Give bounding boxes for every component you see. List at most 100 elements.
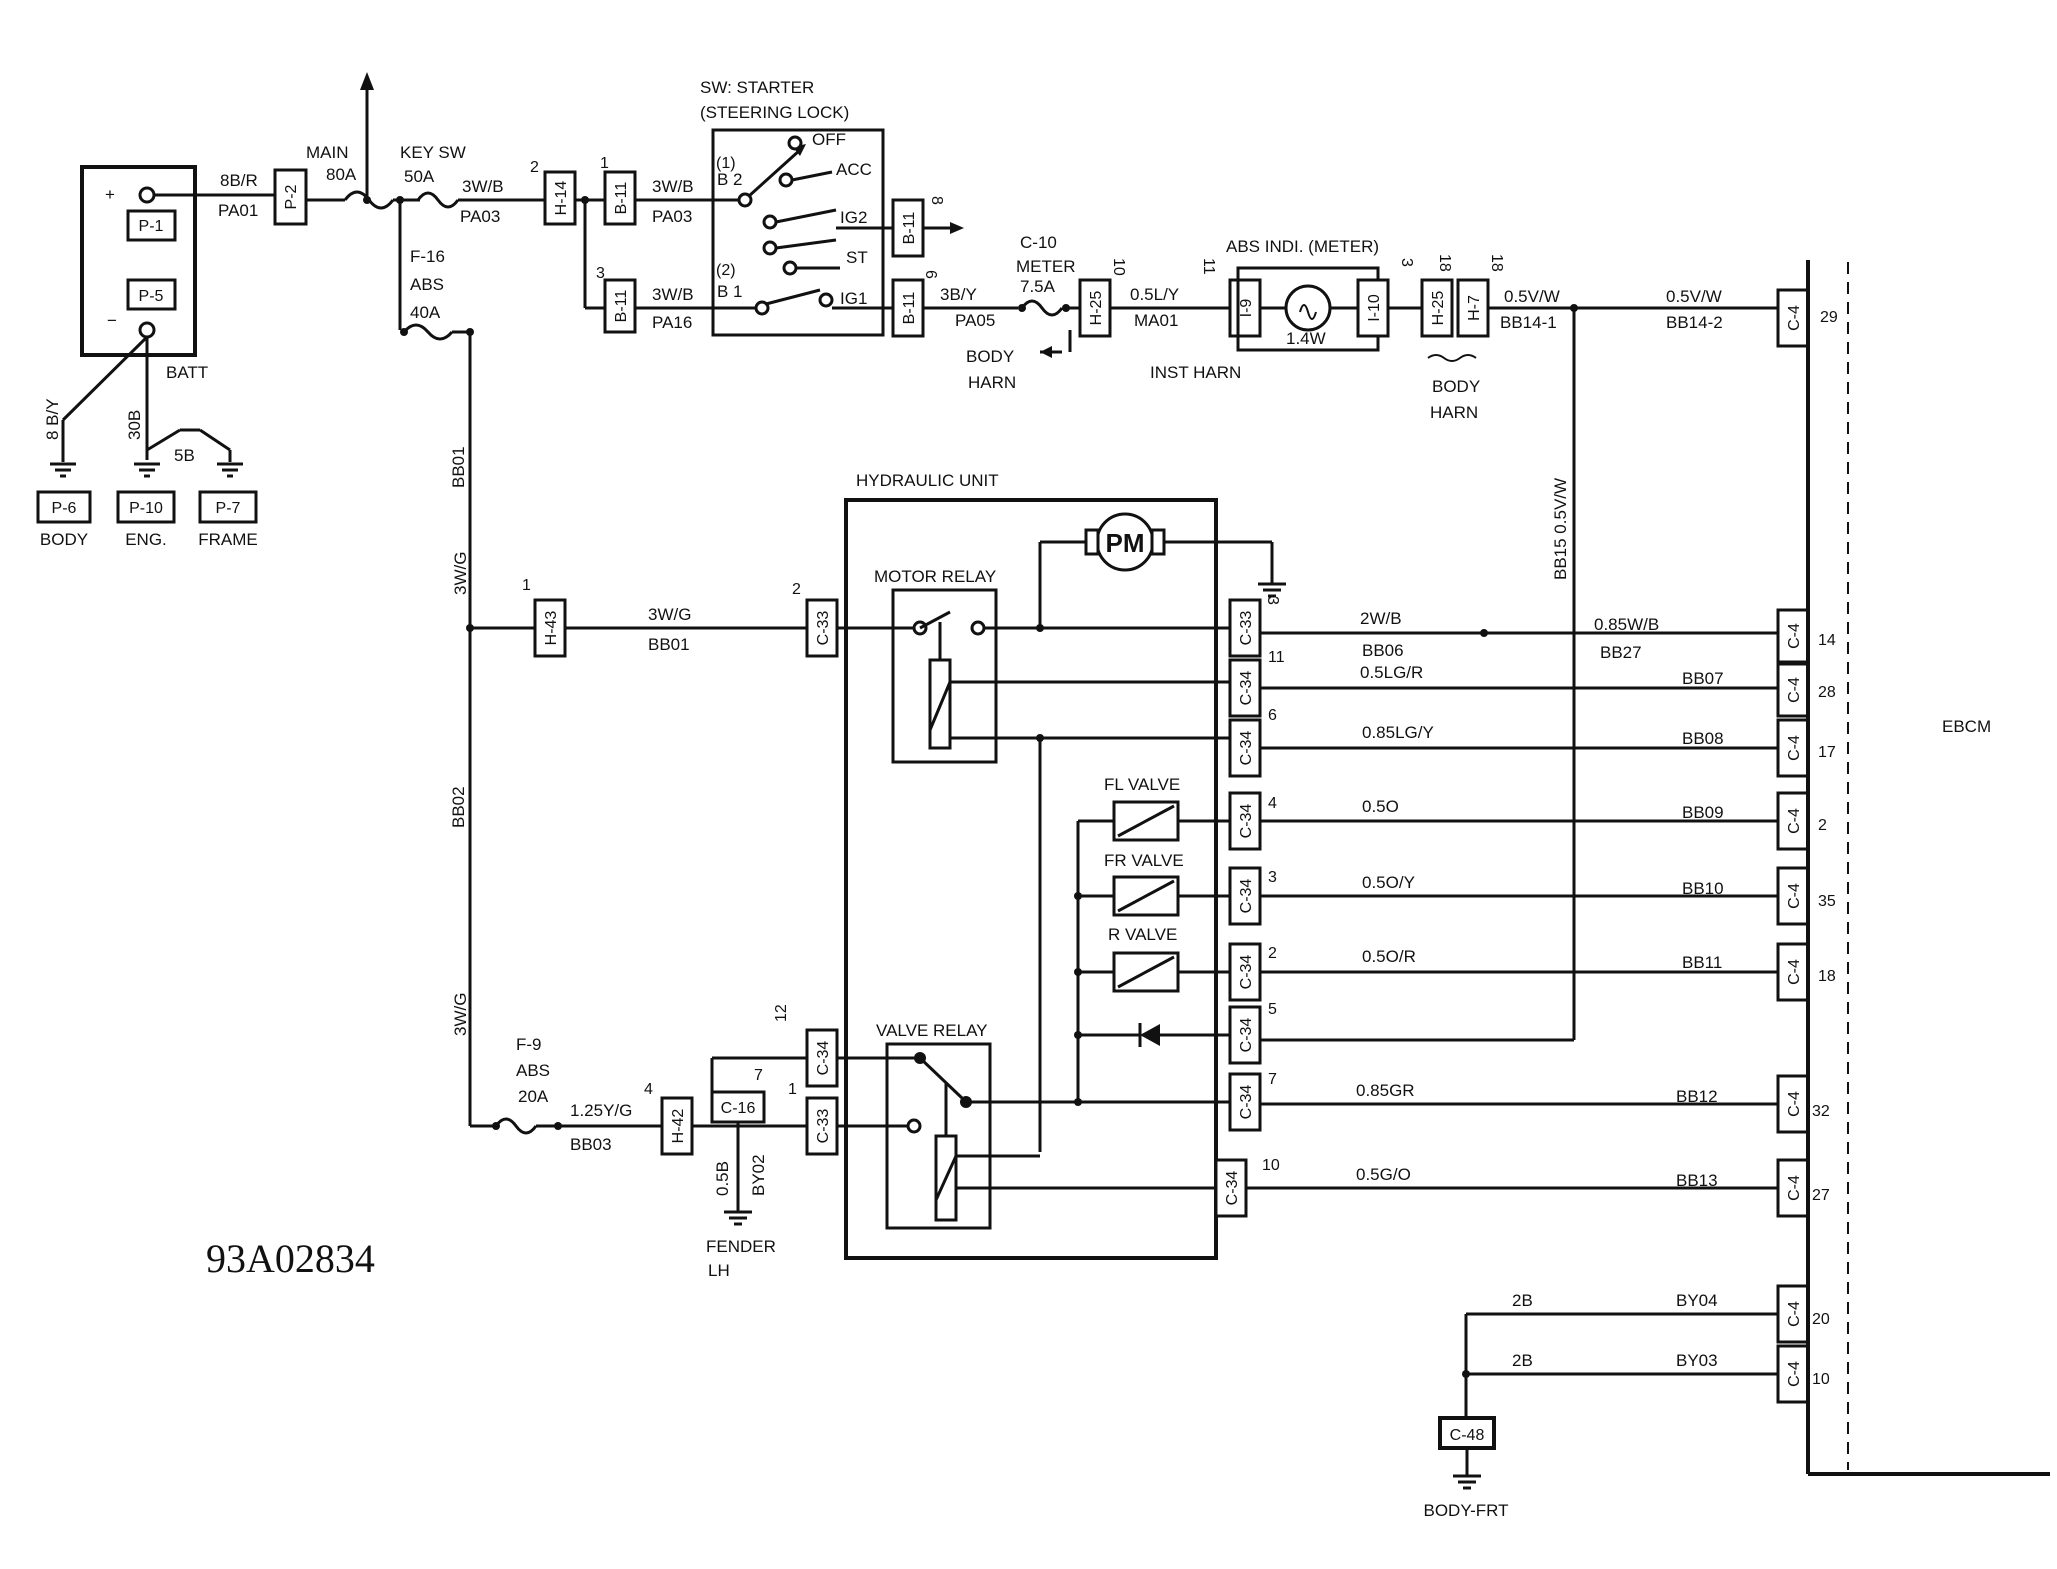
fl-valve-label: FL VALVE: [1104, 775, 1180, 794]
ebcm-ground-10: 2B BY03 10: [1462, 1351, 1830, 1388]
circuit-bb07: BB07: [1682, 669, 1724, 688]
connector-b11-8: B-11: [901, 212, 918, 245]
battery-label: BATT: [166, 363, 208, 382]
wire-3wg-1: 3W/G: [451, 552, 470, 595]
ground-frame-label: FRAME: [198, 530, 258, 549]
starter-acc: ACC: [836, 160, 872, 179]
fuse-f16-label: F-16: [410, 247, 445, 266]
pin-h43: 1: [522, 577, 531, 594]
ebcm-line-14: 2W/B BB06 0.85W/B BB27 14: [1260, 609, 1836, 662]
harness-harn1: HARN: [968, 373, 1016, 392]
ground-symbols: [50, 462, 243, 478]
connector-i10: I-10: [1366, 294, 1383, 322]
connector-b11-6: B-11: [901, 292, 918, 325]
wire-size-bb09: 0.5O: [1362, 797, 1399, 816]
ebcm-line-18: C-34 2 0.5O/R BB11 18: [1228, 942, 1836, 1002]
circuit-bb11: BB11: [1682, 953, 1722, 972]
connector-c34-6: C-34: [1238, 731, 1255, 766]
pin-h25-18: 18: [1436, 254, 1453, 272]
connector-c4-10: C-4: [1786, 1361, 1803, 1387]
pin-h25-10: 10: [1110, 258, 1127, 276]
circuit-pa01: PA01: [218, 201, 258, 220]
fuse-keysw-rating: 50A: [404, 167, 435, 186]
connector-c4-17: C-4: [1786, 735, 1803, 761]
connector-h42: H-42: [670, 1109, 687, 1144]
ground-eng-label: ENG.: [125, 530, 167, 549]
hydraulic-unit: HYDRAULIC UNIT PM MOTOR RELAY FL VALVE: [837, 471, 1286, 1260]
connector-c4-35: C-4: [1786, 883, 1803, 909]
r-valve-label: R VALVE: [1108, 925, 1177, 944]
ebcm-pin-29: 29: [1820, 309, 1838, 326]
pin-c33-3: 3: [1264, 596, 1281, 605]
connector-c34-2: C-34: [1238, 955, 1255, 990]
c33-3: C-33 3: [1228, 596, 1281, 658]
wire-size-pa03b: 3W/B: [652, 177, 694, 196]
wire-bb15: BB15 0.5V/W: [1551, 478, 1570, 580]
pin-c34-5: 5: [1268, 1001, 1277, 1018]
starter-pin2: (2): [716, 262, 736, 279]
wire-size-by04: 2B: [1512, 1291, 1533, 1310]
motor-relay-label: MOTOR RELAY: [874, 567, 996, 586]
wire-size-bb07: 0.5LG/R: [1360, 663, 1423, 682]
wire-size-bb10: 0.5O/Y: [1362, 873, 1415, 892]
circuit-bb08: BB08: [1682, 729, 1724, 748]
connector-c34-7: C-34: [1238, 1085, 1255, 1120]
wire-size-pa05: 3B/Y: [940, 285, 977, 304]
fuse-c10-label: C-10: [1020, 233, 1057, 252]
ground-fender: FENDER: [706, 1237, 776, 1256]
wire-size-bb12: 0.85GR: [1356, 1081, 1415, 1100]
ebcm-line-27: C-34 10 0.5G/O BB13 27: [1214, 1157, 1830, 1218]
ebcm-line-32: C-34 7 0.85GR BB12 32: [1228, 1071, 1830, 1132]
circuit-bb13: BB13: [1676, 1171, 1718, 1190]
connector-b11-3: B-11: [613, 290, 630, 323]
wire-size-bb27: 0.85W/B: [1594, 615, 1659, 634]
fuse-c10-sys: METER: [1016, 257, 1076, 276]
fuse-main-label: MAIN: [306, 143, 349, 162]
bb15-return: C-34 5: [1228, 1001, 1574, 1065]
circuit-bb141: BB14-1: [1500, 313, 1557, 332]
wire-size-bb13: 0.5G/O: [1356, 1165, 1411, 1184]
starter-b2: B 2: [717, 170, 743, 189]
battery-plus: +: [105, 185, 115, 204]
pin-c34-2: 2: [1268, 945, 1277, 962]
ebcm-pin-28: 28: [1818, 684, 1836, 701]
circuit-by03: BY03: [1676, 1351, 1718, 1370]
pin-c34-6: 6: [1268, 707, 1277, 724]
starter-st: ST: [846, 248, 868, 267]
connector-c4-14: C-4: [1786, 623, 1803, 649]
harness-harn2: HARN: [1430, 403, 1478, 422]
battery-minus: −: [107, 311, 117, 330]
circuit-by04: BY04: [1676, 1291, 1718, 1310]
ebcm-pin-2: 2: [1818, 817, 1827, 834]
ground-fender-lh: LH: [708, 1261, 730, 1280]
connector-c34-10: C-34: [1224, 1171, 1241, 1206]
connector-c33-2: C-33: [815, 611, 832, 646]
connector-c4-29: C-4: [1786, 305, 1803, 331]
ebcm-line-17: C-34 6 0.85LG/Y BB08 17: [1228, 707, 1836, 778]
circuit-bb27: BB27: [1600, 643, 1642, 662]
circuit-bb10: BB10: [1682, 879, 1724, 898]
wire-size-bb141: 0.5V/W: [1504, 287, 1560, 306]
fuse-main-rating: 80A: [326, 165, 357, 184]
ebcm-ground-20: 2B BY04 20: [1466, 1291, 1830, 1328]
fuse-f16-sys: ABS: [410, 275, 444, 294]
connector-c33-3: C-33: [1238, 611, 1255, 646]
ground-body-frt: BODY-FRT: [1423, 1501, 1508, 1520]
pin-i9: 11: [1200, 258, 1217, 275]
starter-ig2: IG2: [840, 208, 867, 227]
connector-c4-27: C-4: [1786, 1175, 1803, 1201]
circuit-bb09: BB09: [1682, 803, 1724, 822]
circuit-pa16: PA16: [652, 313, 692, 332]
motor-pm: PM: [1106, 528, 1145, 558]
ebcm-line-35: C-34 3 0.5O/Y BB10 35: [1228, 866, 1836, 926]
fuse-keysw-label: KEY SW: [400, 143, 466, 162]
pin-h42: 4: [644, 1081, 653, 1098]
pin-c34-10: 10: [1262, 1157, 1280, 1174]
ebcm-pin-14: 14: [1818, 632, 1836, 649]
starter-off: OFF: [812, 130, 846, 149]
starter-switch: SW: STARTER (STEERING LOCK) (1) (2) B 2 …: [700, 78, 885, 337]
circuit-bb142: BB14-2: [1666, 313, 1723, 332]
connector-c34-5: C-34: [1238, 1018, 1255, 1053]
pin-b11-3: 3: [596, 265, 605, 282]
